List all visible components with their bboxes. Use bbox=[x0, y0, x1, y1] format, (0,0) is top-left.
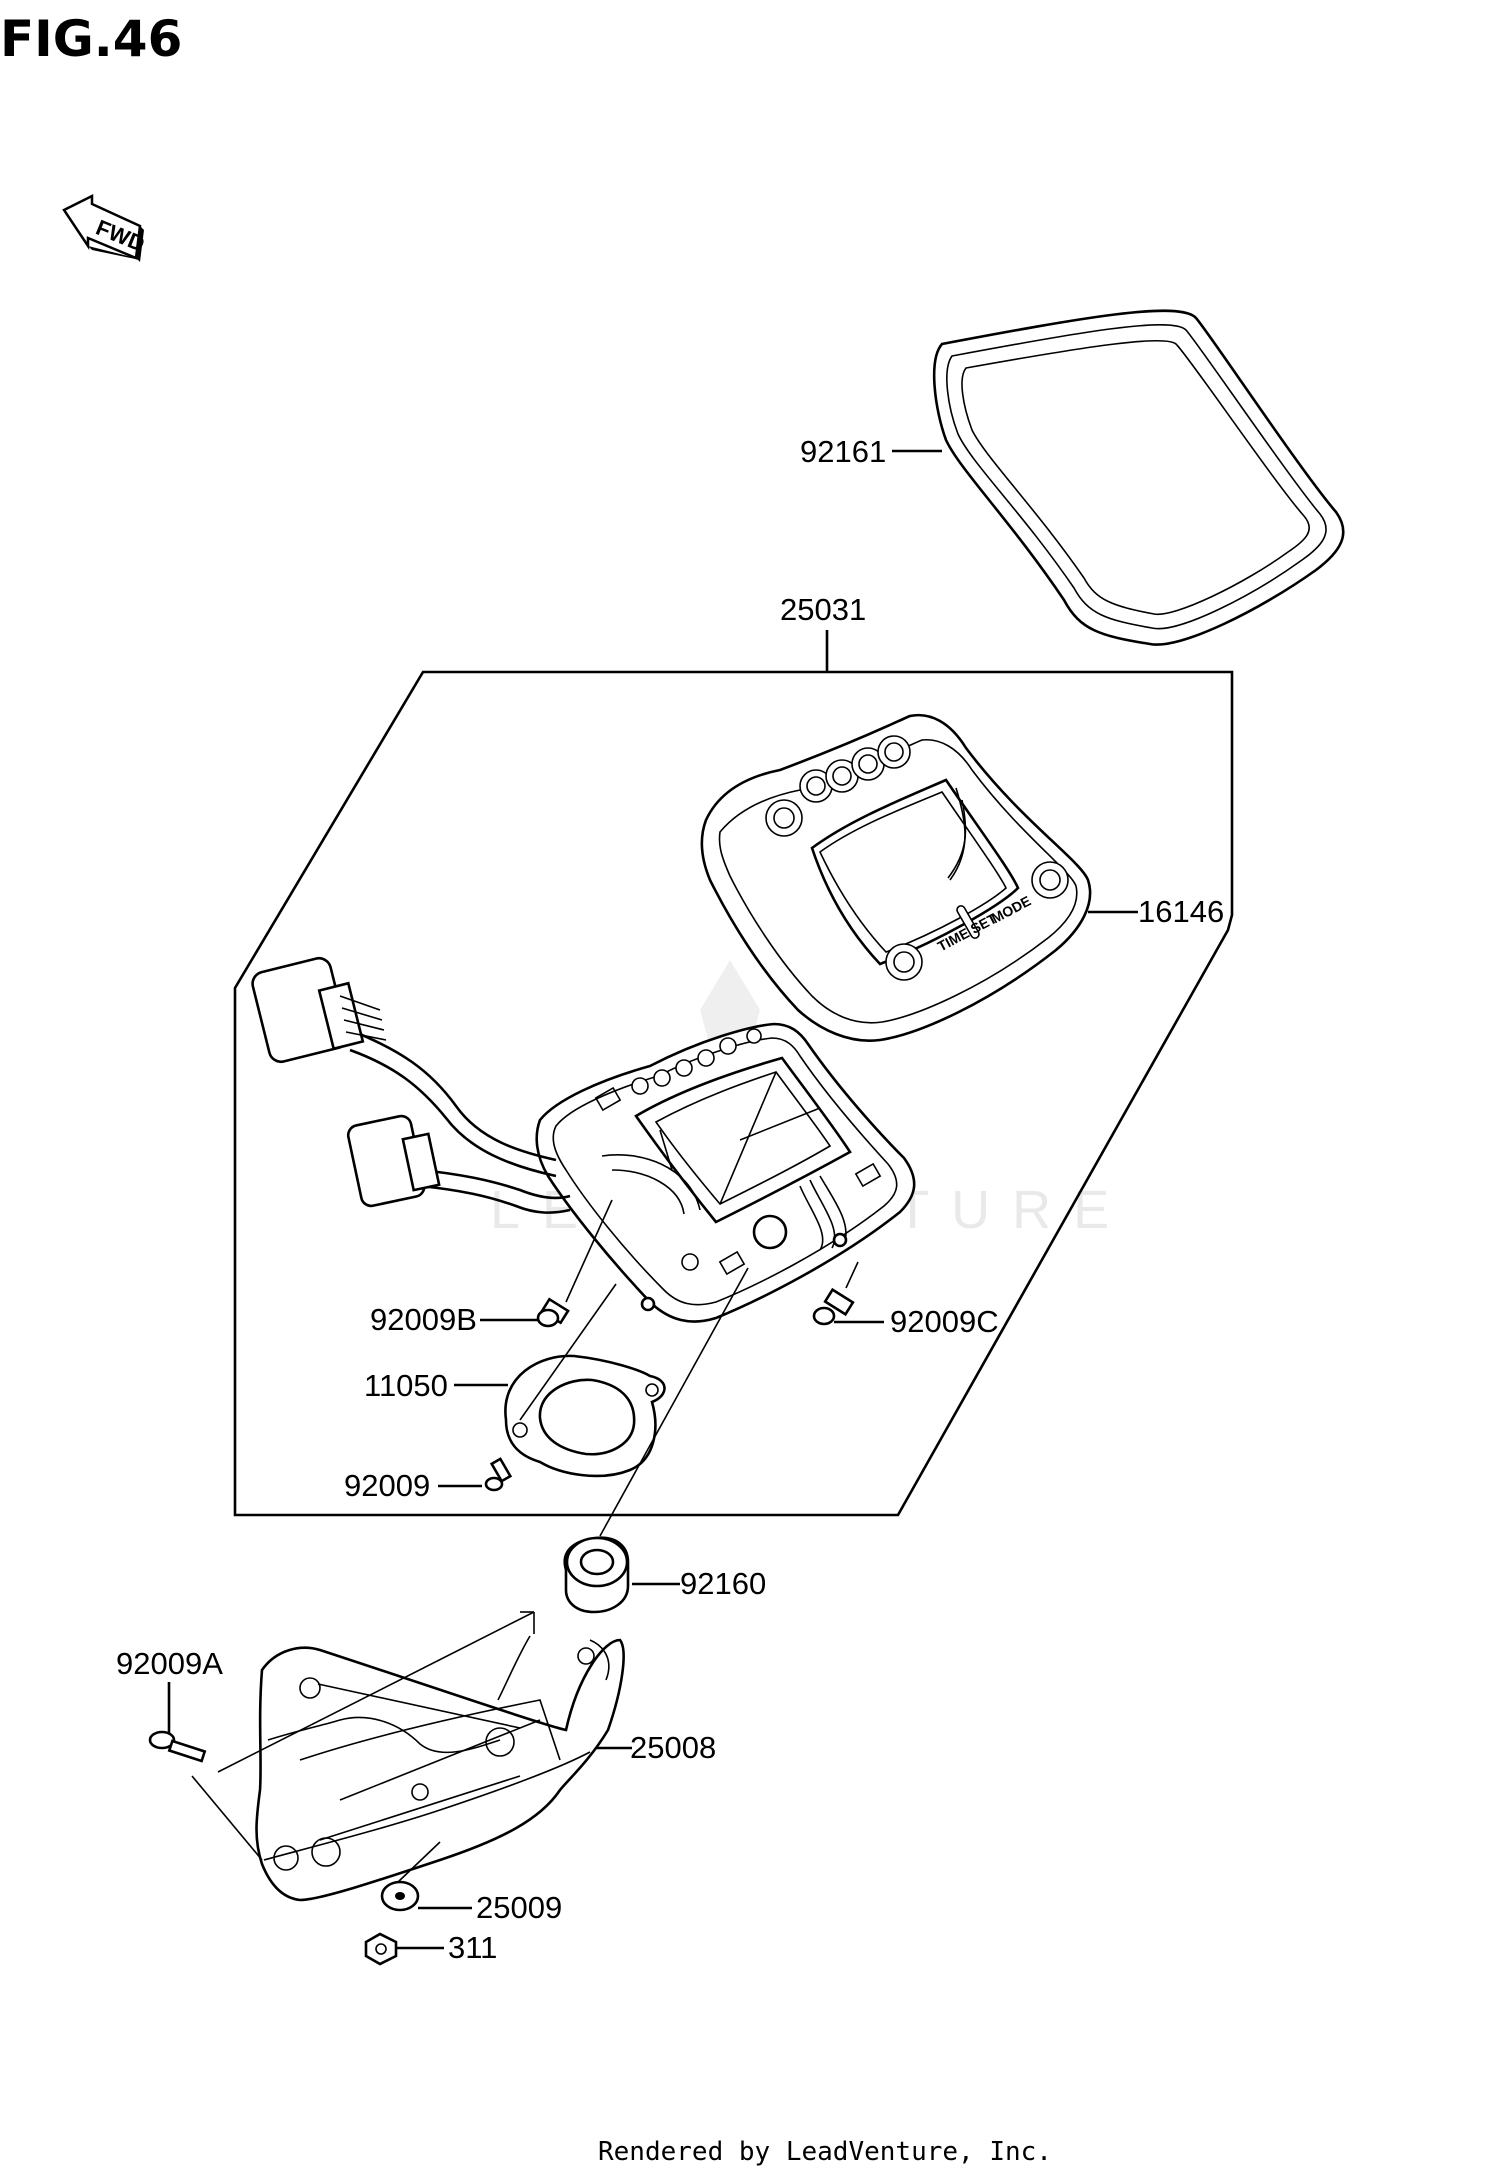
label-92009A: 92009A bbox=[116, 1646, 223, 1681]
label-25008: 25008 bbox=[630, 1730, 716, 1765]
label-11050: 11050 bbox=[364, 1368, 448, 1403]
label-16146: 16146 bbox=[1138, 894, 1224, 929]
label-92009B: 92009B bbox=[370, 1302, 477, 1337]
bolt-92009A bbox=[148, 1730, 207, 1763]
meter-cover-16146: TIME SET MODE bbox=[700, 713, 1092, 1042]
screw-92009B bbox=[536, 1297, 570, 1328]
label-92161: 92161 bbox=[800, 434, 886, 469]
label-92009: 92009 bbox=[344, 1468, 430, 1503]
label-25031: 25031 bbox=[780, 592, 866, 627]
meter-unit-body bbox=[535, 1022, 916, 1323]
forward-arrow-icon: FWD bbox=[62, 193, 148, 262]
figure-title: FIG.46 bbox=[0, 10, 182, 68]
nut-311 bbox=[364, 1932, 398, 1966]
washer-25009 bbox=[380, 1880, 420, 1912]
screw-92009 bbox=[484, 1457, 513, 1492]
screw-92009C bbox=[812, 1287, 855, 1326]
assembly-group-outline bbox=[233, 630, 1234, 1517]
label-92009C: 92009C bbox=[890, 1304, 999, 1339]
grommet-92160 bbox=[563, 1536, 630, 1614]
label-92160: 92160 bbox=[680, 1566, 766, 1601]
gasket-11050 bbox=[504, 1354, 666, 1478]
label-25009: 25009 bbox=[476, 1890, 562, 1925]
label-311: 311 bbox=[448, 1930, 497, 1965]
lens-cover-92161 bbox=[932, 309, 1345, 646]
bracket-25008 bbox=[255, 1635, 625, 1902]
footer-credit: Rendered by LeadVenture, Inc. bbox=[598, 2137, 1052, 2167]
wiring-harness bbox=[251, 956, 571, 1214]
